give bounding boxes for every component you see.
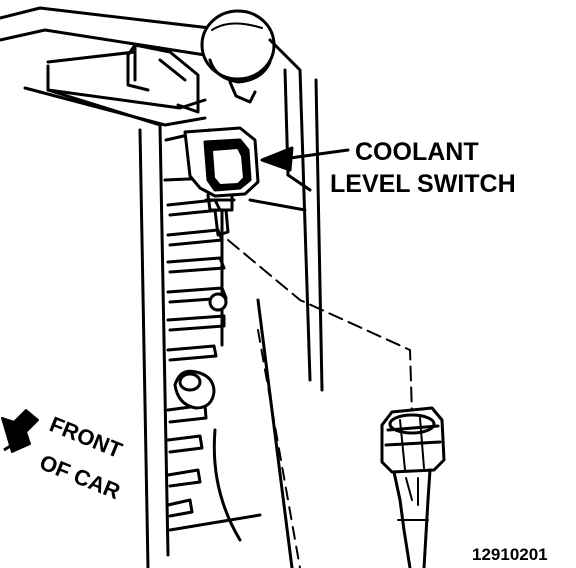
coolant-level-switch <box>183 126 260 237</box>
leader-arrow-left-icon <box>260 146 350 172</box>
arrow-down-left-icon <box>1 409 39 453</box>
wiring-connector <box>380 406 446 568</box>
lower-dash-line <box>257 329 301 568</box>
shroud-panel <box>248 38 324 392</box>
callout-line-1: COOLANT <box>355 138 479 166</box>
radiator-tank <box>138 123 294 568</box>
callout-line-2: LEVEL SWITCH <box>330 170 516 198</box>
figure-number: 12910201 <box>472 545 548 564</box>
radiator-support <box>0 6 212 127</box>
reservoir-cap <box>200 9 276 104</box>
wiring-dash-line <box>227 239 413 416</box>
